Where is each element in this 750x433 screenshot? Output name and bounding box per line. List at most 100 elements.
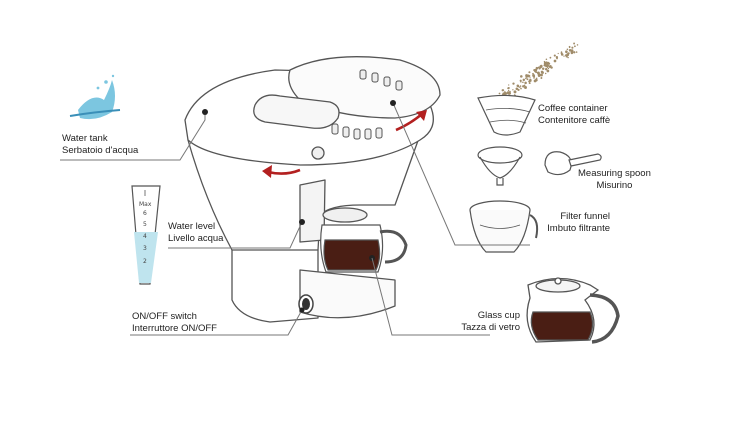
coffee-ground-particle [516, 84, 520, 88]
pointer-dot-window [299, 219, 305, 225]
coffee-ground-particle [525, 77, 527, 80]
coffee-ground-particle [565, 50, 568, 54]
coffee-ground-particle [498, 92, 501, 95]
water-splash-icon [69, 74, 121, 120]
label-measuring-spoon-en: Measuring spoon [578, 168, 651, 179]
glass-cup-graphic [526, 277, 620, 344]
coffee-ground-particle [520, 87, 522, 90]
gauge-mark-5: 5 [143, 221, 147, 228]
coffee-ground-particle [534, 68, 538, 72]
label-coffee-container-it: Contenitore caffè [538, 114, 611, 126]
label-onoff-switch: ON/OFF switch Interruttore ON/OFF [132, 311, 217, 334]
coffee-ground-particle [568, 49, 572, 52]
coffee-ground-particle [513, 94, 516, 96]
coffee-ground-particle [539, 73, 541, 75]
coffee-ground-particle [522, 81, 524, 83]
gauge-mark-4: 4 [143, 233, 147, 240]
coffee-ground-particle [534, 78, 538, 82]
label-coffee-container: Coffee container Contenitore caffè [538, 103, 610, 126]
coffee-ground-particle [504, 92, 508, 95]
coffee-ground-particle [544, 72, 547, 75]
label-onoff-switch-it: Interruttore ON/OFF [132, 322, 217, 334]
coffee-ground-particle [507, 89, 510, 92]
coffee-ground-particle [543, 64, 546, 67]
coffee-ground-particle [517, 88, 520, 92]
coffee-ground-particle [513, 90, 517, 94]
coffee-ground-particle [506, 91, 510, 95]
label-measuring-spoon: Measuring spoon Misurino [578, 168, 651, 191]
coffee-ground-particle [553, 59, 557, 63]
coffee-ground-particle [567, 52, 570, 55]
coffee-ground-particle [540, 77, 543, 79]
container-ring-graphic [477, 146, 523, 186]
coffee-ground-particle [515, 87, 519, 90]
coffee-ground-particle [546, 66, 549, 69]
label-water-level-it: Livello acqua [168, 232, 224, 244]
glass-jug-in-machine [320, 224, 408, 273]
arrow-head-left-icon [262, 165, 272, 178]
coffee-ground-particle [575, 51, 578, 53]
label-measuring-spoon-it: Misurino [596, 179, 633, 191]
coffee-ground-particle [519, 86, 521, 89]
coffee-ground-particle [568, 45, 571, 48]
label-onoff-switch-en: ON/OFF switch [132, 311, 197, 322]
coffee-ground-particle [560, 51, 563, 53]
coffee-ground-particle [529, 77, 531, 79]
measuring-spoon-graphic [544, 151, 602, 176]
coffee-ground-particle [541, 67, 545, 71]
coffee-ground-particle [537, 74, 541, 77]
arrow-head-right-icon [416, 110, 427, 121]
coffee-ground-particle [526, 78, 529, 81]
coffee-ground-particle [508, 84, 510, 86]
coffee-ground-particle [539, 67, 541, 70]
coffee-ground-particle [507, 86, 510, 90]
coffee-maker-body [184, 56, 441, 323]
pointer-dot-tank [202, 109, 208, 115]
coffee-ground-particle [536, 71, 540, 75]
coffee-ground-particle [560, 53, 564, 56]
label-filter-funnel-it: Imbuto filtrante [547, 222, 610, 234]
coffee-ground-particle [553, 54, 556, 57]
coffee-ground-particle [543, 60, 546, 63]
label-filter-funnel: Filter funnel Imbuto filtrante [530, 211, 610, 234]
coffee-ground-particle [547, 67, 550, 70]
label-water-tank: Water tank Serbatoio d'acqua [62, 133, 138, 156]
label-glass-cup-en: Glass cup [477, 310, 520, 321]
coffee-ground-particle [520, 75, 523, 78]
coffee-ground-particle [571, 46, 574, 49]
coffee-ground-particle [549, 64, 552, 67]
coffee-ground-particle [535, 66, 539, 70]
coffee-ground-particle [573, 42, 576, 45]
coffee-ground-particle [522, 85, 525, 88]
coffee-ground-particle [524, 86, 527, 89]
coffee-ground-particle [528, 71, 531, 74]
water-level-gauge [131, 185, 161, 285]
pointer-dot-lid [390, 100, 396, 106]
coffee-ground-particle [535, 77, 538, 80]
coffee-ground-particle [540, 70, 544, 74]
label-filter-funnel-en: Filter funnel [560, 211, 610, 222]
coffee-ground-particle [539, 65, 543, 69]
label-coffee-container-en: Coffee container [538, 103, 608, 114]
coffee-ground-particle [545, 58, 548, 60]
coffee-ground-particle [546, 69, 550, 73]
gauge-max-label: Max [139, 201, 152, 208]
label-glass-cup-it: Tazza di vetro [461, 321, 520, 333]
leader-lines [60, 102, 530, 336]
coffee-ground-particle [573, 51, 576, 54]
filter-funnel-graphic [469, 200, 539, 253]
pointer-dot-switch [299, 307, 305, 313]
label-water-level: Water level Livello acqua [168, 221, 223, 244]
label-water-level-en: Water level [168, 221, 216, 232]
gauge-mark-3: 3 [143, 245, 147, 252]
gauge-mark-6: 6 [143, 210, 147, 217]
coffee-ground-particle [537, 66, 540, 69]
coffee-ground-particle [576, 44, 579, 46]
label-glass-cup: Glass cup Tazza di vetro [440, 310, 520, 333]
coffee-container-graphic [477, 94, 536, 136]
coffee-ground-particle [528, 79, 532, 82]
coffee-ground-particle [533, 77, 535, 79]
coffee-ground-particle [549, 56, 552, 59]
coffee-ground-particle [509, 90, 511, 93]
